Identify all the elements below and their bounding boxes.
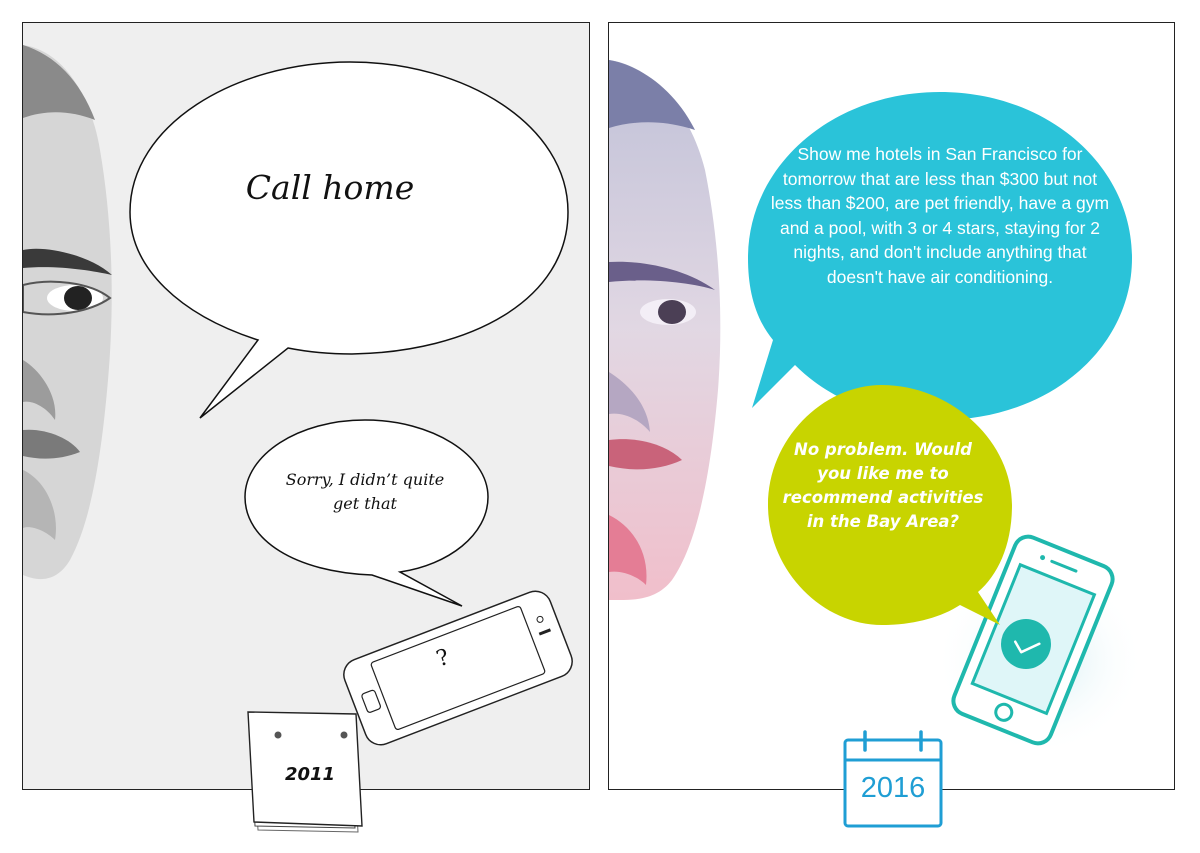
checkmark-icon: [1001, 619, 1051, 669]
face-right: [609, 60, 721, 601]
face-left: [23, 45, 112, 580]
user-speech-2016: Show me hotels in San Francisco for tomo…: [770, 144, 1110, 287]
calendar-year-2011: 2011: [284, 764, 336, 785]
assistant-speech-2011: Sorry, I didn’t quite get that: [285, 470, 445, 513]
calendar-2016-icon: [843, 730, 943, 828]
speech-bubble-assistant-reply: [768, 385, 1012, 625]
speech-bubble-user-request: [748, 92, 1132, 420]
calendar-2011: [247, 711, 363, 833]
phone-2011: [343, 590, 573, 746]
calendar-year-2016: 2016: [860, 772, 926, 804]
speech-bubble-sorry: [244, 419, 489, 607]
speech-bubble-call-home: [129, 61, 569, 419]
assistant-speech-2016: No problem. Would you like me to recomme…: [782, 440, 984, 531]
user-speech-2011: Call home: [245, 168, 415, 207]
